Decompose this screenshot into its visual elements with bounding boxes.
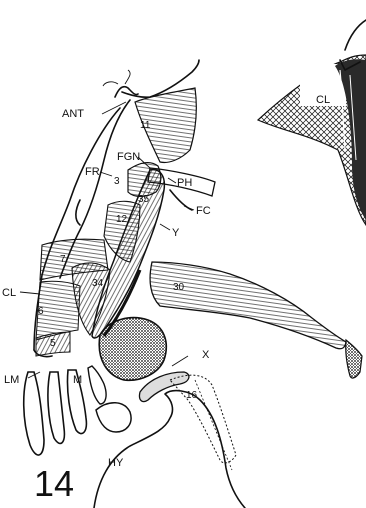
label-ant: ANT [62, 108, 84, 120]
num-35: 35 [138, 194, 150, 205]
muscle-30-insertion [346, 340, 362, 378]
num-7: 7 [60, 254, 66, 265]
label-fr: FR [85, 166, 100, 178]
label-x: X [202, 349, 210, 361]
num-30: 30 [173, 282, 185, 293]
muscle-30 [150, 262, 346, 349]
num-16: 16 [186, 390, 198, 401]
label-m: M [73, 374, 82, 386]
lobe-lm-1 [24, 372, 44, 455]
label-lm: LM [4, 374, 19, 386]
muscle-16 [170, 375, 236, 463]
num-34: 34 [92, 278, 104, 289]
hy-lobe [96, 403, 131, 432]
label-hy: HY [108, 457, 124, 469]
label-cl-left: CL [2, 287, 16, 299]
stippled-mass [99, 318, 166, 381]
label-ph: PH [177, 177, 192, 189]
num-12: 12 [116, 214, 128, 225]
num-11: 11 [140, 120, 151, 131]
num-3: 3 [114, 176, 120, 187]
num-6: 6 [38, 306, 44, 317]
lobe-lm-2 [48, 372, 64, 443]
plate-number: 14 [34, 463, 74, 504]
label-y: Y [172, 227, 180, 239]
label-cl-right: CL [316, 94, 330, 106]
label-fc: FC [196, 205, 211, 217]
label-fgn: FGN [117, 151, 140, 163]
num-5: 5 [50, 338, 56, 349]
